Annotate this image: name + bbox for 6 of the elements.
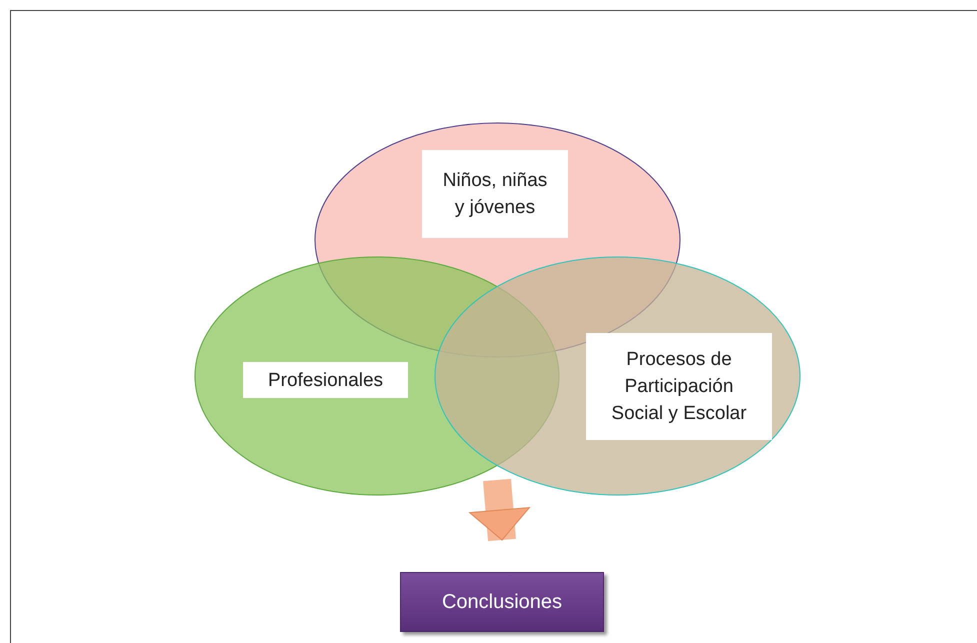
venn-circle bbox=[434, 256, 801, 496]
circle-label: Procesos de Participación Social y Escolar bbox=[586, 333, 772, 440]
process-box: Conclusiones bbox=[400, 572, 604, 632]
arrow bbox=[469, 478, 530, 542]
circle-label: Profesionales bbox=[243, 362, 408, 398]
circle-label: Niños, niñas y jóvenes bbox=[422, 150, 568, 238]
